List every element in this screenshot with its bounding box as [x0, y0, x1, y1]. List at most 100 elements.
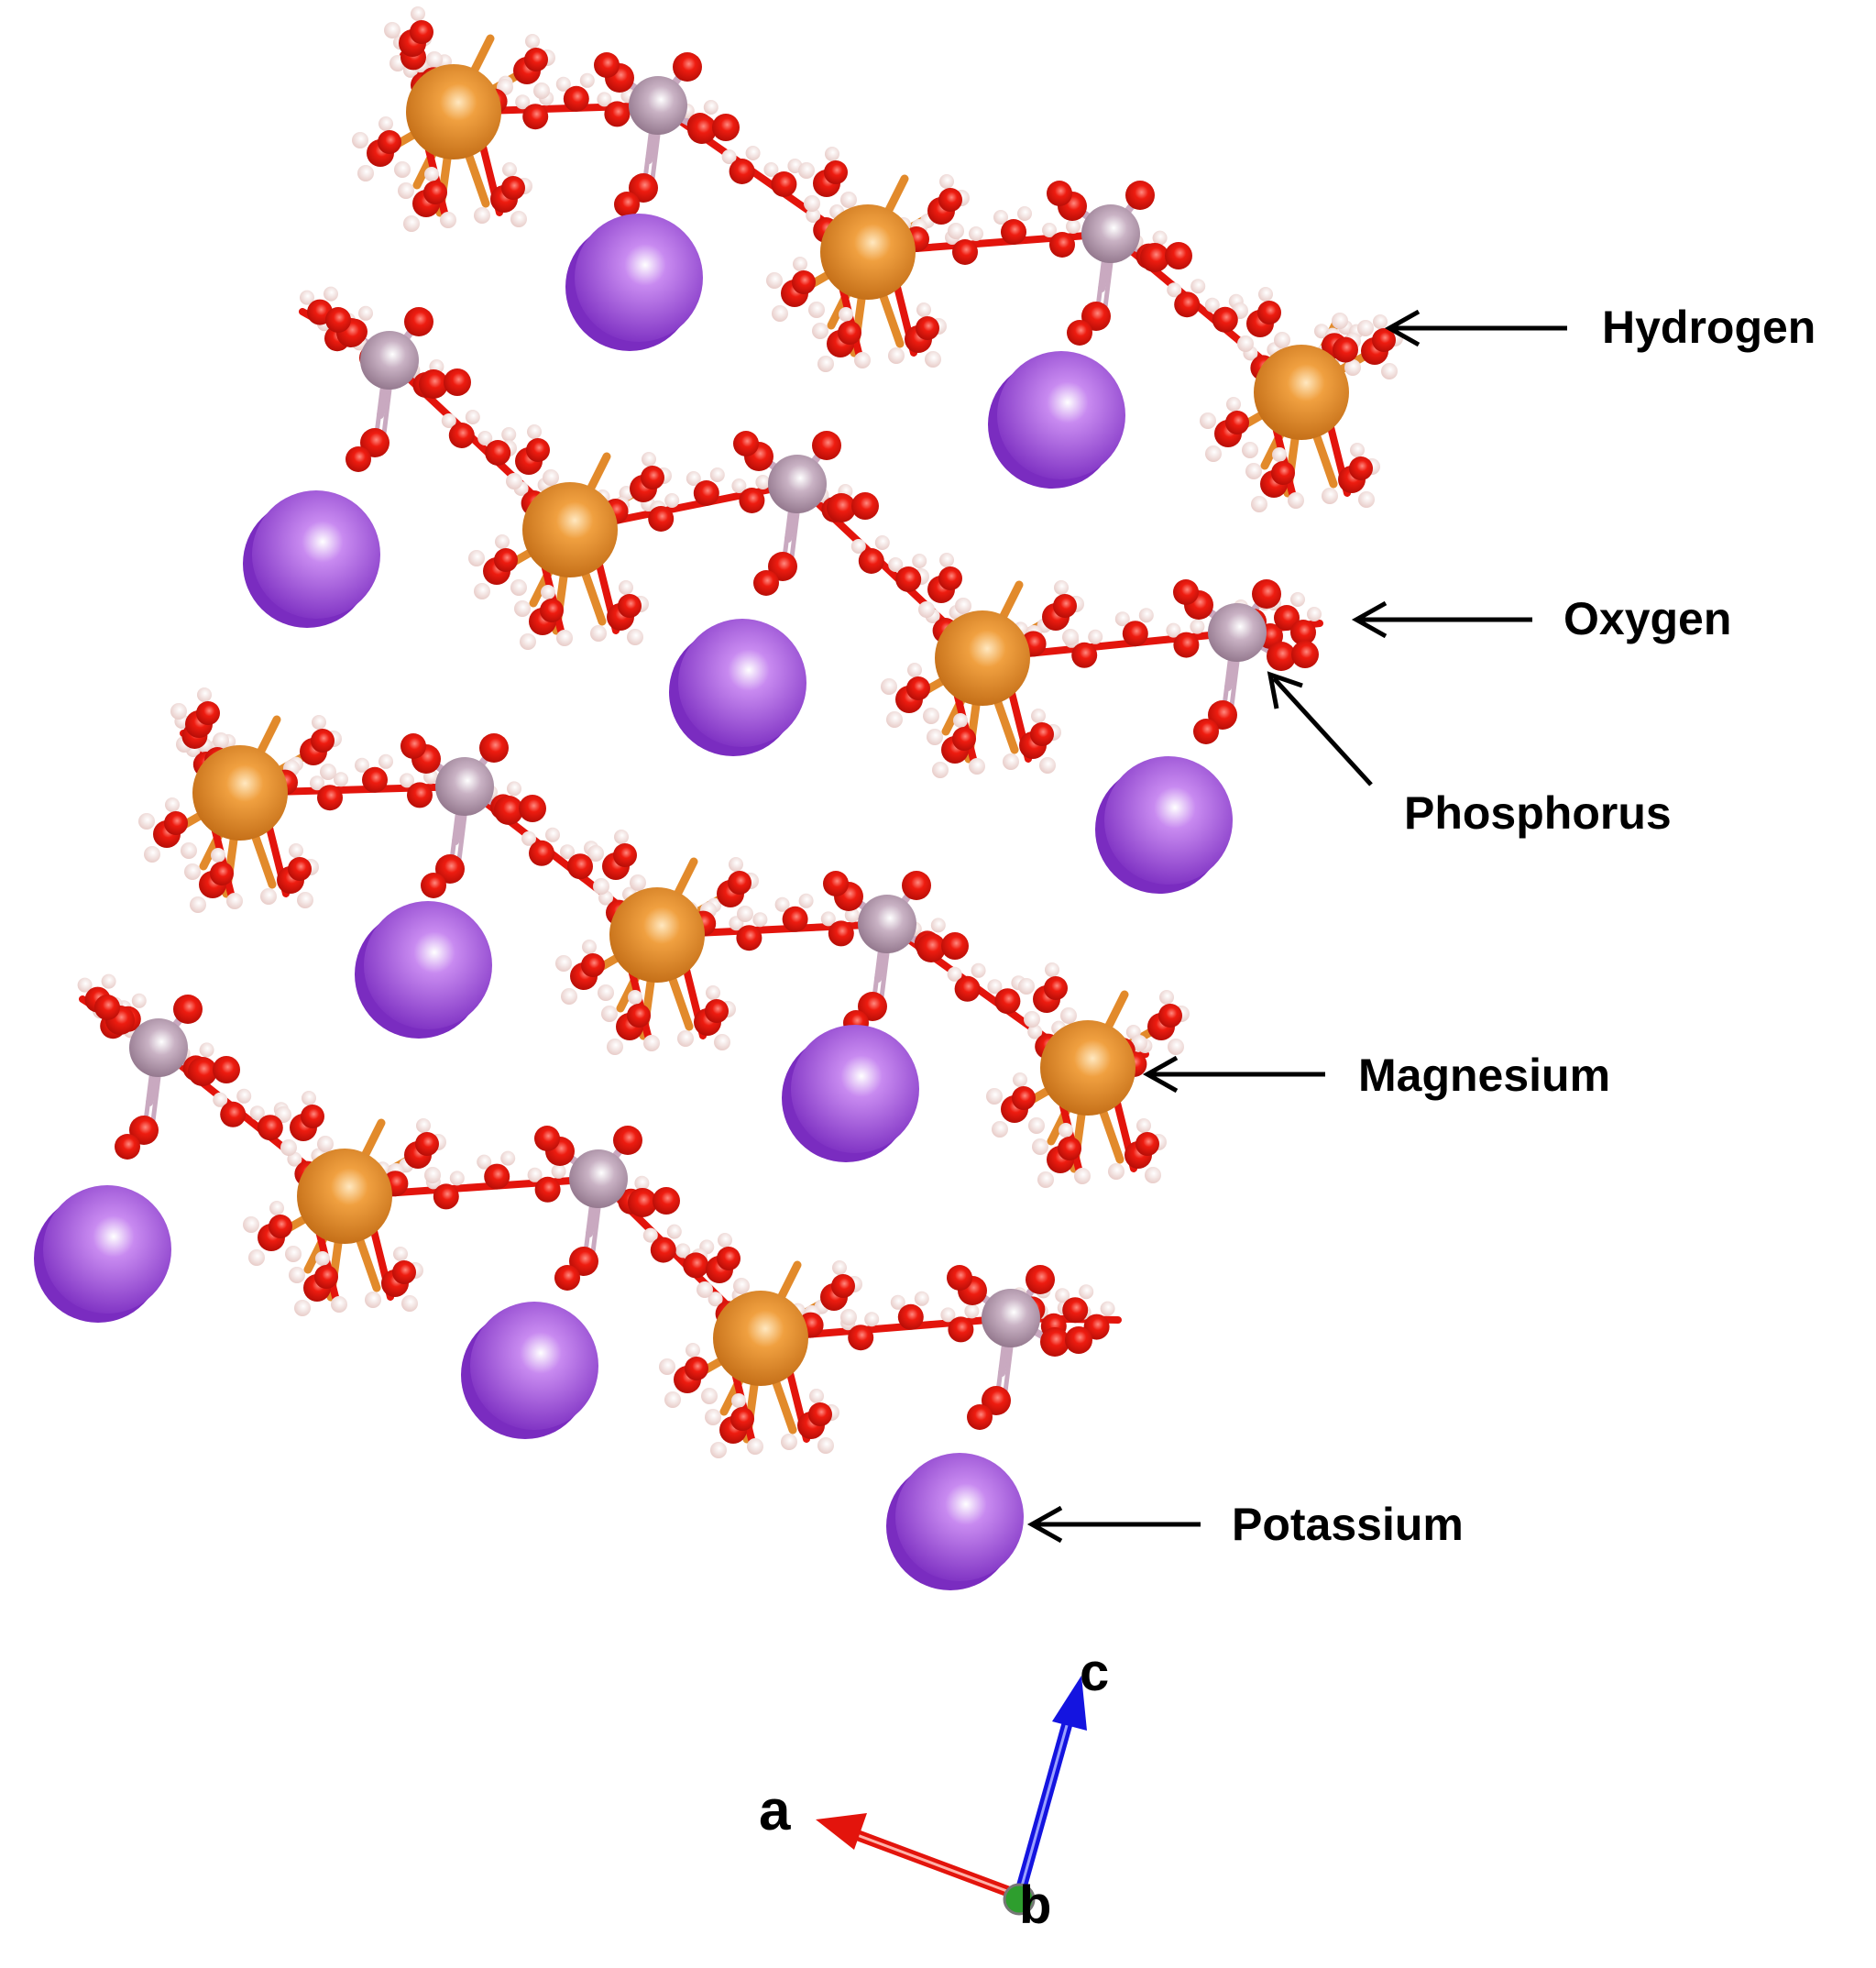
phosphorus-arrow	[1272, 676, 1373, 786]
hydrogen-atom	[199, 1042, 214, 1058]
hydrogen-arrowhead	[1384, 309, 1421, 347]
oxygen-atom	[705, 999, 729, 1023]
hydrogen-atom	[701, 1388, 718, 1404]
oxygen-atom	[1065, 1326, 1092, 1354]
oxygen-atom	[1135, 1132, 1159, 1156]
oxygen-atom	[415, 1132, 439, 1156]
hydrogen-atom	[514, 600, 531, 617]
hydrogen-atom	[1204, 297, 1220, 313]
hydrogen-atom	[506, 473, 522, 489]
hydrogen-atom	[888, 557, 904, 572]
hydrogen-atom	[403, 215, 420, 232]
oxygen-atom	[771, 171, 797, 197]
oxygen-atom	[1271, 461, 1295, 485]
oxygen-atom	[257, 1115, 283, 1141]
oxygen-atom	[982, 1386, 1011, 1415]
hydrogen-atom	[190, 896, 206, 913]
oxygen-atom	[419, 369, 448, 399]
hydrogen-atom	[1258, 287, 1273, 302]
hydrogen-atom	[1027, 1024, 1043, 1039]
hydrogen-atom	[1028, 1117, 1045, 1134]
oxygen-atom	[613, 843, 637, 867]
oxygen-atom	[534, 1176, 561, 1203]
hydrogen-atom	[495, 534, 510, 549]
hydrogen-atom	[925, 351, 941, 368]
oxygen-atom	[967, 1404, 993, 1430]
hydrogen-atom	[808, 302, 825, 318]
oxygen-atom	[346, 446, 371, 472]
oxygen-atom	[782, 906, 808, 932]
hydrogen-atom	[817, 1437, 834, 1454]
hydrogen-atom	[378, 753, 393, 769]
hydrogen-atom	[213, 732, 229, 749]
oxygen-atom	[288, 857, 312, 881]
hydrogen-atom	[854, 352, 871, 368]
oxygen-atom	[653, 1187, 680, 1215]
hydrogen-atom	[729, 857, 743, 872]
oxygen-atom	[1349, 456, 1373, 480]
hydrogen-atom	[747, 1438, 763, 1455]
hydrogen-atom	[766, 272, 783, 289]
oxygen-atom	[831, 1274, 855, 1298]
hydrogen-atom	[1031, 709, 1046, 723]
hydrogen-atom	[398, 182, 414, 199]
hydrogen-atom	[927, 729, 943, 745]
oxygen-atom	[604, 101, 631, 127]
oxygen-atom	[1291, 641, 1319, 668]
hydrogen-atom	[840, 1309, 857, 1325]
hydrogen-atom	[659, 1358, 675, 1375]
hydrogen-atom	[1059, 1123, 1073, 1138]
hydrogen-atom	[1037, 1171, 1054, 1188]
magnesium-atom-layer	[192, 64, 1349, 1386]
hydrogen-atom	[1024, 1011, 1040, 1028]
oxygen-atom	[1062, 1297, 1089, 1324]
hydrogen-atom	[912, 554, 927, 568]
hydrogen-atom	[593, 878, 609, 895]
hydrogen-atom	[579, 72, 595, 88]
hydrogen-atom	[500, 1150, 516, 1166]
magnesium-atom	[1040, 1020, 1135, 1116]
oxygen-atom	[902, 871, 931, 900]
hydrogen-atom	[285, 1246, 302, 1262]
hydrogen-atom	[940, 1307, 956, 1323]
oxygen-atom	[433, 1183, 459, 1210]
oxygen-atom	[529, 840, 554, 866]
hydrogen-atom	[587, 845, 604, 862]
hydrogen-atom	[324, 286, 338, 302]
oxygen-atom	[494, 548, 518, 572]
oxygen-atom	[948, 1316, 974, 1343]
hydrogen-atom	[634, 1175, 650, 1191]
oxygen-atom	[792, 270, 816, 294]
oxygen-atom	[717, 1247, 741, 1270]
hydrogen-atom	[424, 1167, 441, 1183]
oxygen-atom	[362, 766, 388, 793]
hydrogen-atom	[1042, 223, 1057, 237]
potassium-atom	[364, 901, 492, 1029]
magnesium-atom	[192, 745, 288, 841]
hydrogen-atom	[312, 715, 326, 730]
oxygen-atom	[1047, 181, 1072, 206]
axis-c-arrowhead	[1052, 1676, 1087, 1731]
label-phosphorus: Phosphorus	[1404, 787, 1672, 839]
hydrogen-atom	[850, 539, 866, 554]
oxygen-atom	[311, 729, 335, 753]
hydrogen-atom	[1237, 335, 1254, 352]
hydrogen-atom	[597, 92, 612, 107]
hydrogen-atom	[561, 988, 577, 1005]
hydrogen-atom	[677, 1030, 694, 1047]
magnesium-atom	[820, 204, 916, 300]
hydrogen-atom	[527, 424, 542, 439]
hydrogen-atom	[1138, 608, 1154, 623]
magnesium-atom	[609, 887, 705, 983]
oxygen-atom	[753, 570, 779, 596]
hydrogen-atom	[774, 896, 790, 912]
hydrogen-atom	[708, 1292, 723, 1307]
hydrogen-atom	[793, 257, 807, 271]
hydrogen-atom	[1017, 206, 1032, 221]
oxygen-atom	[484, 1163, 510, 1190]
oxygen-atom	[269, 1215, 292, 1238]
oxygen-atom	[129, 1116, 159, 1145]
oxygen-atom	[1081, 302, 1111, 331]
hydrogen-atom	[1242, 442, 1258, 458]
oxygen-atom	[501, 176, 525, 200]
